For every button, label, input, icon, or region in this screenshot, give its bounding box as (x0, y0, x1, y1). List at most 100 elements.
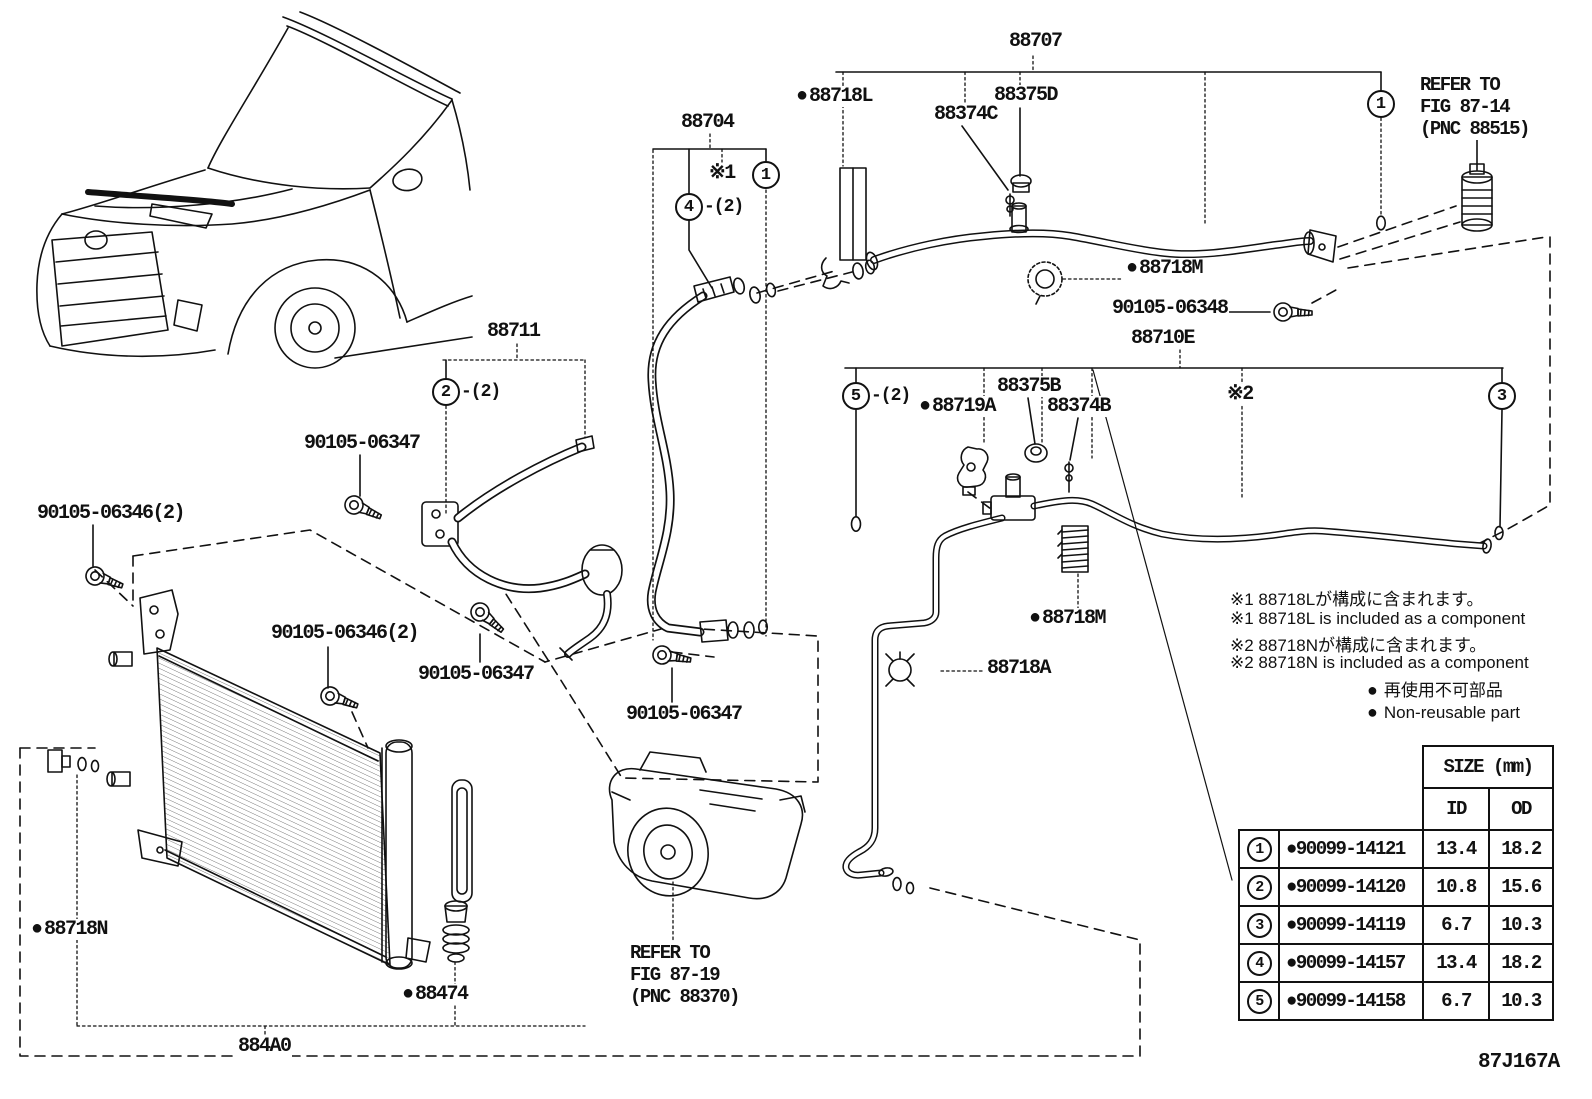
note-en-2: ※2 88718N is included as a component (1230, 653, 1529, 673)
non-reusable-bullet: ● (919, 395, 932, 418)
callout-2[interactable]: 2 (432, 378, 460, 406)
label-star2: ※2 (1226, 383, 1254, 406)
table-row-part[interactable]: ●90099-14157 (1278, 943, 1424, 983)
bolt-90105-06347-c (651, 644, 693, 669)
label-88719A[interactable]: ●88719A (918, 395, 997, 418)
bolt-90105-06347-b (466, 598, 510, 638)
label-88718M-top[interactable]: ●88718M (1125, 257, 1204, 280)
table-row-od: 10.3 (1488, 981, 1554, 1021)
table-row-num: 4 (1238, 943, 1280, 983)
expansion-valve (1462, 164, 1492, 231)
table-row-id: 13.4 (1422, 829, 1490, 869)
label-90105-06348[interactable]: 90105-06348 (1111, 297, 1229, 320)
grommet-88375D (1011, 175, 1031, 192)
label-88474[interactable]: ●88474 (401, 983, 469, 1006)
non-reusable-bullet: ● (31, 918, 44, 941)
bolt-90105-06348 (1273, 302, 1313, 322)
callout-3[interactable]: 3 (1488, 382, 1516, 410)
table-row-part[interactable]: ●90099-14119 (1278, 905, 1424, 945)
leader-lines-solid (93, 72, 1503, 880)
label-88718A[interactable]: 88718A (986, 657, 1052, 680)
clamp-88718A (886, 652, 914, 686)
table-row-od: 15.6 (1488, 867, 1554, 907)
table-row-part[interactable]: ●90099-14158 (1278, 981, 1424, 1021)
clamp-88718M-top (1028, 262, 1062, 304)
label-884A0[interactable]: 884A0 (237, 1035, 292, 1058)
non-reusable-bullet: ● (1367, 702, 1378, 722)
table-row-od: 10.3 (1488, 905, 1554, 945)
table-row-id: 6.7 (1422, 905, 1490, 945)
label-88374B[interactable]: 88374B (1046, 395, 1112, 418)
callout-4[interactable]: 4 (675, 193, 703, 221)
table-row-part[interactable]: ●90099-14120 (1278, 867, 1424, 907)
legend-jp: ●再使用不可部品 (1367, 676, 1503, 701)
size-table-col-od: OD (1488, 787, 1554, 831)
size-table-header: SIZE (mm) (1422, 745, 1554, 789)
note-en-1: ※1 88718L is included as a component (1230, 609, 1526, 629)
valve-core-88374C (1006, 194, 1014, 216)
valve-core-88374B (1065, 462, 1073, 492)
callout-1-top[interactable]: 1 (1367, 90, 1395, 118)
table-row-id: 6.7 (1422, 981, 1490, 1021)
label-88375D[interactable]: 88375D (993, 84, 1059, 107)
note-jp-2: ※2 88718Nが構成に含まれます。 (1230, 631, 1487, 656)
condenser (107, 590, 430, 969)
label-88711[interactable]: 88711 (486, 320, 541, 343)
clamp-88718M-mid (1058, 526, 1088, 572)
label-90105-06347-b[interactable]: 90105-06347 (417, 663, 535, 686)
table-row-num: 1 (1238, 829, 1280, 869)
note-jp-1: ※1 88718Lが構成に含まれます。 (1230, 585, 1484, 610)
non-reusable-bullet: ● (1367, 680, 1378, 700)
callout-2-qty: -(2) (461, 382, 501, 402)
label-88374C[interactable]: 88374C (933, 103, 999, 126)
pipe-88707 (822, 203, 1386, 288)
compressor (609, 752, 805, 903)
bolt-90105-06347-a (341, 492, 386, 526)
size-table-col-id: ID (1422, 787, 1490, 831)
refer-fig-87-19[interactable]: REFER TO FIG 87-19 (PNC 88370) (630, 942, 740, 1008)
label-88375B[interactable]: 88375B (996, 375, 1062, 398)
callout-4-qty: -(2) (704, 197, 744, 217)
non-reusable-bullet: ● (796, 85, 809, 108)
label-88707[interactable]: 88707 (1008, 30, 1063, 53)
vehicle-sketch (37, 12, 472, 368)
hose-88704 (651, 277, 778, 642)
label-90105-06346-b[interactable]: 90105-06346(2) (270, 622, 420, 645)
table-row-id: 13.4 (1422, 943, 1490, 983)
label-88710E[interactable]: 88710E (1130, 327, 1196, 350)
bolt-90105-06346-b (317, 683, 362, 715)
table-row-num: 3 (1238, 905, 1280, 945)
label-88718M-mid[interactable]: ●88718M (1028, 607, 1107, 630)
clamp-88718L (840, 168, 866, 260)
label-90105-06347-a[interactable]: 90105-06347 (303, 432, 421, 455)
callout-5[interactable]: 5 (842, 382, 870, 410)
pipe-88710E (846, 474, 1504, 895)
label-star1: ※1 (708, 162, 736, 185)
refer-fig-87-14[interactable]: REFER TO FIG 87-14 (PNC 88515) (1420, 74, 1530, 140)
non-reusable-bullet: ● (1029, 607, 1042, 630)
label-90105-06347-c[interactable]: 90105-06347 (625, 703, 743, 726)
grommet-88375B (1025, 444, 1047, 462)
non-reusable-bullet: ● (402, 983, 415, 1006)
callout-5-qty: -(2) (871, 386, 911, 406)
diagram-code: 87J167A (1478, 1051, 1560, 1074)
callout-1-88704[interactable]: 1 (752, 161, 780, 189)
table-row-part[interactable]: ●90099-14121 (1278, 829, 1424, 869)
label-88718L[interactable]: ●88718L (795, 85, 874, 108)
table-row-num: 5 (1238, 981, 1280, 1021)
hose-88711 (422, 436, 622, 660)
bolt-90105-06346-a (82, 563, 127, 595)
grommet-88718N (48, 750, 100, 772)
label-88718N[interactable]: ●88718N (30, 918, 109, 941)
non-reusable-bullet: ● (1126, 257, 1139, 280)
receiver-parts (443, 780, 472, 962)
table-row-id: 10.8 (1422, 867, 1490, 907)
label-88704[interactable]: 88704 (680, 111, 735, 134)
label-90105-06346-a[interactable]: 90105-06346(2) (36, 502, 186, 525)
table-row-num: 2 (1238, 867, 1280, 907)
table-row-od: 18.2 (1488, 943, 1554, 983)
size-table: SIZE (mm) ID OD 1 ●90099-14121 13.4 18.2… (1238, 745, 1554, 1023)
table-row-od: 18.2 (1488, 829, 1554, 869)
